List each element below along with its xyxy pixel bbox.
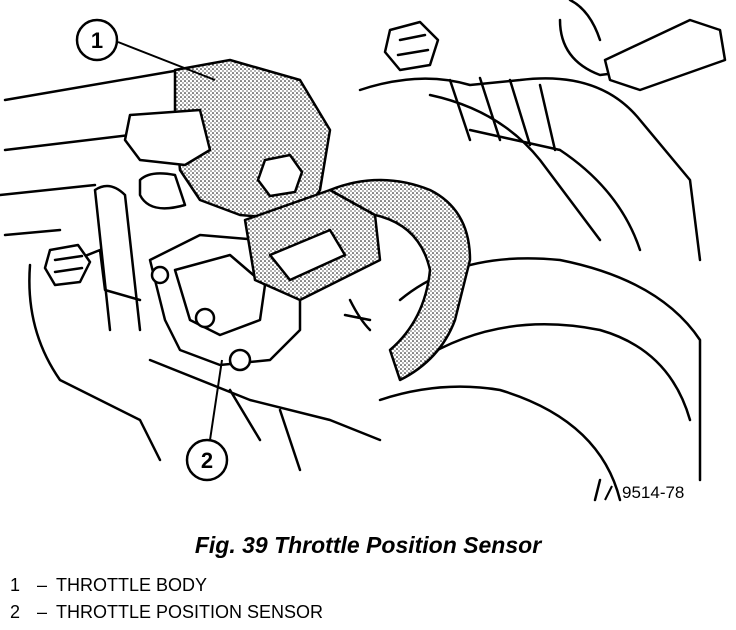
legend-label: THROTTLE BODY [56, 575, 208, 595]
legend-number: 1 [10, 575, 21, 595]
figure-code-tick [604, 485, 613, 501]
callout-number-2: 2 [201, 448, 213, 473]
background-frame-lines [0, 68, 182, 237]
top-bolt [383, 20, 440, 72]
small-bolt-center [256, 153, 304, 198]
legend-item-throttle-body: 1–THROTTLE BODY [10, 572, 323, 599]
tps-screw [150, 265, 170, 285]
callout-circle-2 [185, 438, 229, 482]
callout-circle-1 [75, 18, 119, 62]
intake-ribs [448, 76, 557, 152]
legend-item-throttle-position-sensor: 2–THROTTLE POSITION SENSOR [10, 599, 323, 626]
connector-window [268, 228, 347, 282]
figure-caption: Fig. 39 Throttle Position Sensor [194, 532, 542, 558]
throttle-body-front [123, 108, 212, 167]
leader-line-1 [117, 41, 216, 81]
figure-code: 9514-78 [622, 483, 684, 502]
leader-line-2 [209, 359, 223, 441]
tps-mount-hole [194, 307, 216, 329]
legend-label: THROTTLE POSITION SENSOR [56, 602, 324, 622]
legend: 1–THROTTLE BODY 2–THROTTLE POSITION SENS… [10, 572, 323, 626]
legend-dash: – [36, 575, 47, 595]
callout-number-1: 1 [91, 28, 103, 53]
wire-harness [328, 178, 472, 382]
callout-2: 2 [185, 359, 229, 482]
base-lines [148, 358, 382, 472]
left-bracket [28, 248, 162, 462]
legend-dash: – [36, 602, 47, 622]
air-intake-duct [358, 77, 702, 262]
legend-number: 2 [10, 602, 21, 622]
left-bolt [43, 243, 92, 287]
callout-1: 1 [75, 18, 216, 81]
vertical-hose [93, 184, 142, 332]
fluid-cap [603, 18, 727, 92]
throttle-position-sensor-illustration: S FLUID 1 2 9514-78 [0, 0, 727, 502]
